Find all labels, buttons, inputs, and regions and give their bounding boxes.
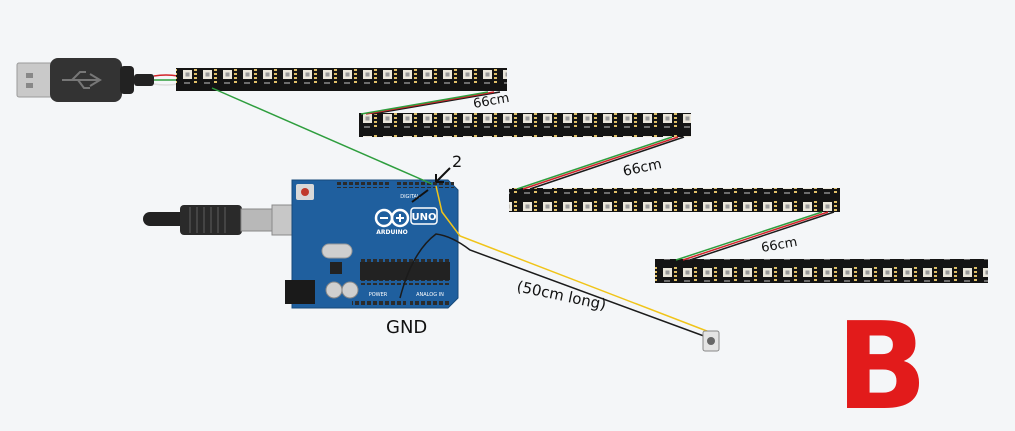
usb-a-plug-icon bbox=[16, 58, 179, 102]
pin-arrow bbox=[411, 167, 451, 203]
power-header-label: POWER bbox=[369, 292, 388, 298]
gap-label-3: 66cm bbox=[760, 235, 798, 256]
strip-link-wires-1 bbox=[360, 91, 501, 115]
analog-header-label: ANALOG IN bbox=[416, 292, 444, 298]
pin-label: 2 bbox=[452, 152, 462, 171]
wire-length-label: (50cm long) bbox=[515, 277, 608, 313]
data-wire bbox=[211, 87, 433, 185]
strip-link-wires-3 bbox=[675, 211, 835, 261]
panel-letter: B bbox=[836, 298, 927, 431]
gnd-label: GND bbox=[386, 317, 427, 338]
button-wires bbox=[399, 185, 713, 340]
board-model: UNO bbox=[412, 212, 437, 223]
arduino-uno-board: UNO ARDUINO DIGITAL POWER ANALOG IN bbox=[285, 179, 459, 309]
led-strip-3 bbox=[509, 188, 840, 212]
strip-link-wires-2 bbox=[516, 136, 685, 190]
led-strip-1 bbox=[176, 68, 507, 91]
board-brand: ARDUINO bbox=[376, 229, 407, 236]
led-strip-4 bbox=[655, 259, 988, 283]
usb-b-cable-icon bbox=[143, 204, 305, 236]
push-button-icon bbox=[702, 330, 720, 352]
gap-label-1: 66cm bbox=[472, 91, 510, 112]
digital-header-label: DIGITAL bbox=[400, 194, 420, 200]
led-strip-2 bbox=[359, 113, 691, 137]
gap-label-2: 66cm bbox=[622, 156, 664, 180]
